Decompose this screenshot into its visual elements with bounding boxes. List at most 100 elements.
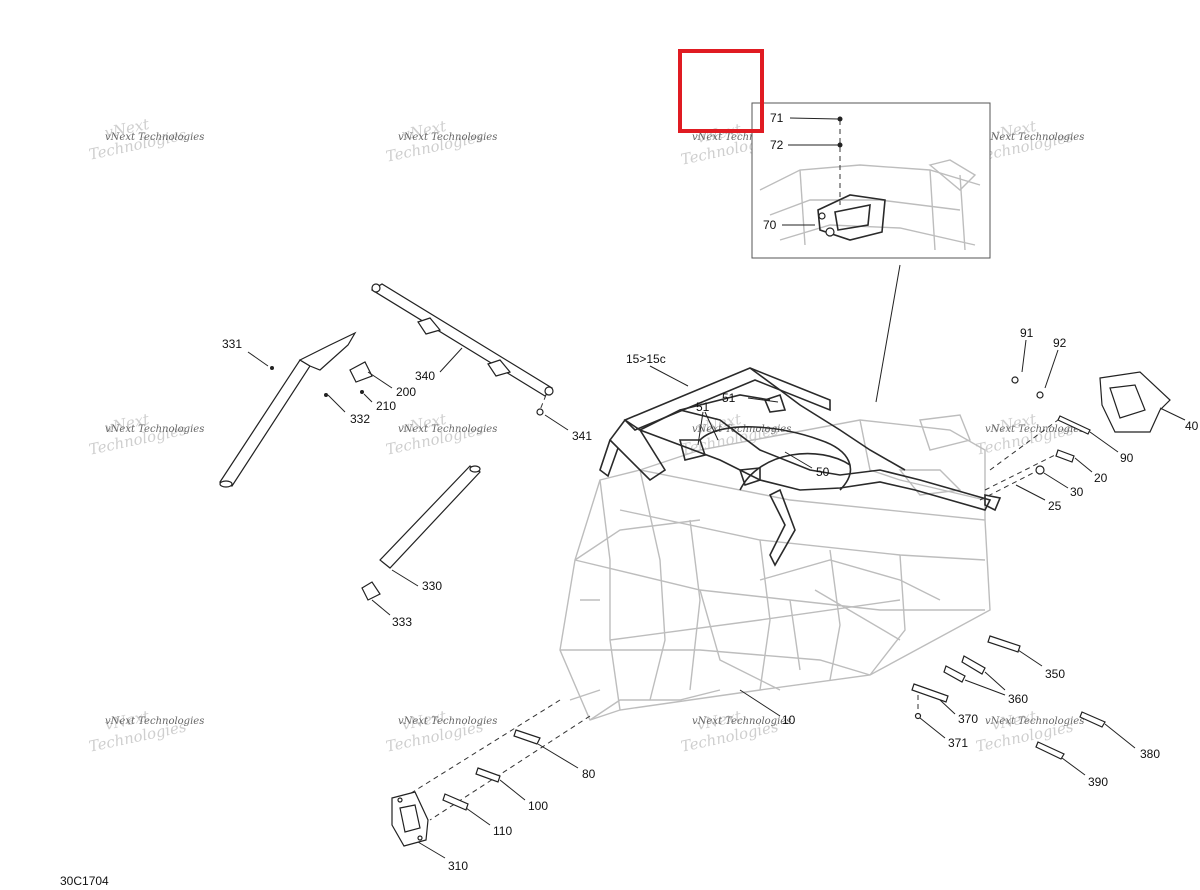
callout-332: 332: [350, 412, 370, 426]
leader-110: [465, 807, 491, 826]
watermark-text: vNext Technologies: [398, 716, 497, 727]
part-40-bracket: [1099, 371, 1171, 433]
leader-210: [363, 393, 373, 403]
part-90: [1057, 415, 1091, 435]
watermark-text: vNext Technologies: [985, 132, 1084, 143]
callout-370: 370: [958, 712, 978, 726]
callout-110: 110: [493, 824, 512, 838]
callout-360: 360: [1008, 692, 1028, 706]
part-340-bar: [370, 283, 554, 397]
callout-210: 210: [376, 399, 396, 413]
leader-40: [1159, 407, 1186, 421]
diagram-code: 30C1704: [60, 874, 109, 888]
callout-25: 25: [1048, 499, 1062, 513]
leader-360: [964, 671, 1006, 696]
part-390: [1035, 741, 1065, 760]
watermark-text: vNext Technologies: [105, 716, 204, 727]
leader-330: [391, 569, 419, 587]
watermark-text: vNext Technologies: [985, 716, 1084, 727]
leader-350: [1017, 649, 1043, 667]
leader-371: [919, 717, 946, 739]
leader-340: [439, 347, 463, 373]
leader-331: [247, 351, 269, 367]
leader-20: [1074, 457, 1093, 473]
leader-15: [649, 365, 689, 387]
watermark-text: vNext Technologies: [692, 716, 791, 727]
part-380: [1079, 711, 1106, 728]
chassis-frame: [559, 414, 991, 721]
watermark: vNext Technologies: [679, 707, 780, 756]
part-110: [442, 793, 469, 811]
leader-90: [1089, 431, 1119, 453]
callout-90: 90: [1120, 451, 1134, 465]
part-360a: [943, 665, 966, 683]
leader-370: [939, 699, 956, 715]
highlight-box: [678, 49, 764, 133]
watermark-text: vNext Technologies: [692, 424, 791, 435]
part-100: [475, 767, 501, 783]
callout-200: 200: [396, 385, 416, 399]
watermark-text: vNext Technologies: [105, 424, 204, 435]
watermark: vNext Technologies: [87, 707, 188, 756]
watermark: vNext Technologies: [974, 707, 1075, 756]
callout-51a: 51: [722, 391, 736, 405]
watermark-text: vNext Technologies: [398, 132, 497, 143]
callout-333: 333: [392, 615, 412, 629]
callout-100: 100: [528, 799, 548, 813]
leader-10: [739, 689, 781, 717]
leader-341: [544, 414, 569, 431]
callout-350: 350: [1045, 667, 1065, 681]
watermark-text: vNext Technologies: [105, 132, 204, 143]
watermark-text: vNext Technologies: [692, 132, 791, 143]
roll-cage-top: [599, 367, 1002, 567]
callout-50: 50: [816, 465, 830, 479]
leader-30: [1043, 472, 1069, 489]
part-332-tube: [219, 331, 357, 488]
part-310-plate: [391, 791, 429, 847]
watermark-text: vNext Technologies: [398, 424, 497, 435]
part-370: [911, 683, 949, 703]
leader-51a: [747, 397, 779, 403]
callout-341: 341: [572, 429, 592, 443]
callout-70: 70: [763, 218, 777, 232]
leader-91: [1021, 339, 1027, 373]
leader-50: [784, 451, 813, 469]
leader-51b: [697, 411, 719, 446]
leader-380: [1104, 723, 1136, 749]
leader-92: [1044, 349, 1059, 389]
part-333: [361, 581, 381, 601]
callout-71: 71: [770, 111, 784, 125]
part-80: [513, 729, 541, 745]
leader-80: [537, 743, 579, 769]
callout-380: 380: [1140, 747, 1160, 761]
callout-371: 371: [948, 736, 968, 750]
part-200: [349, 361, 373, 383]
part-30: [1035, 465, 1045, 475]
callout-15: 15>15c: [626, 352, 666, 366]
callout-10: 10: [782, 713, 796, 727]
callout-72: 72: [770, 138, 784, 152]
leader-200: [367, 371, 393, 389]
watermark: vNext Technologies: [384, 707, 485, 756]
callout-340: 340: [415, 369, 435, 383]
watermark-text: vNext Technologies: [985, 424, 1084, 435]
callout-92: 92: [1053, 336, 1067, 350]
callout-331: 331: [222, 337, 242, 351]
detail-inset: 71 72 70: [751, 102, 991, 259]
callout-310: 310: [448, 859, 468, 873]
callout-51b: 51: [696, 400, 710, 414]
callout-91: 91: [1020, 326, 1034, 340]
leader-390: [1061, 757, 1086, 776]
leader-332: [327, 394, 346, 413]
part-350: [987, 635, 1021, 653]
leader-100: [499, 779, 526, 801]
inset-leader-line: [875, 264, 901, 403]
callout-40: 40: [1185, 419, 1199, 433]
part-360b: [961, 655, 986, 675]
leader-25: [1015, 484, 1046, 501]
callout-20: 20: [1094, 471, 1108, 485]
callout-30: 30: [1070, 485, 1084, 499]
callout-390: 390: [1088, 775, 1108, 789]
